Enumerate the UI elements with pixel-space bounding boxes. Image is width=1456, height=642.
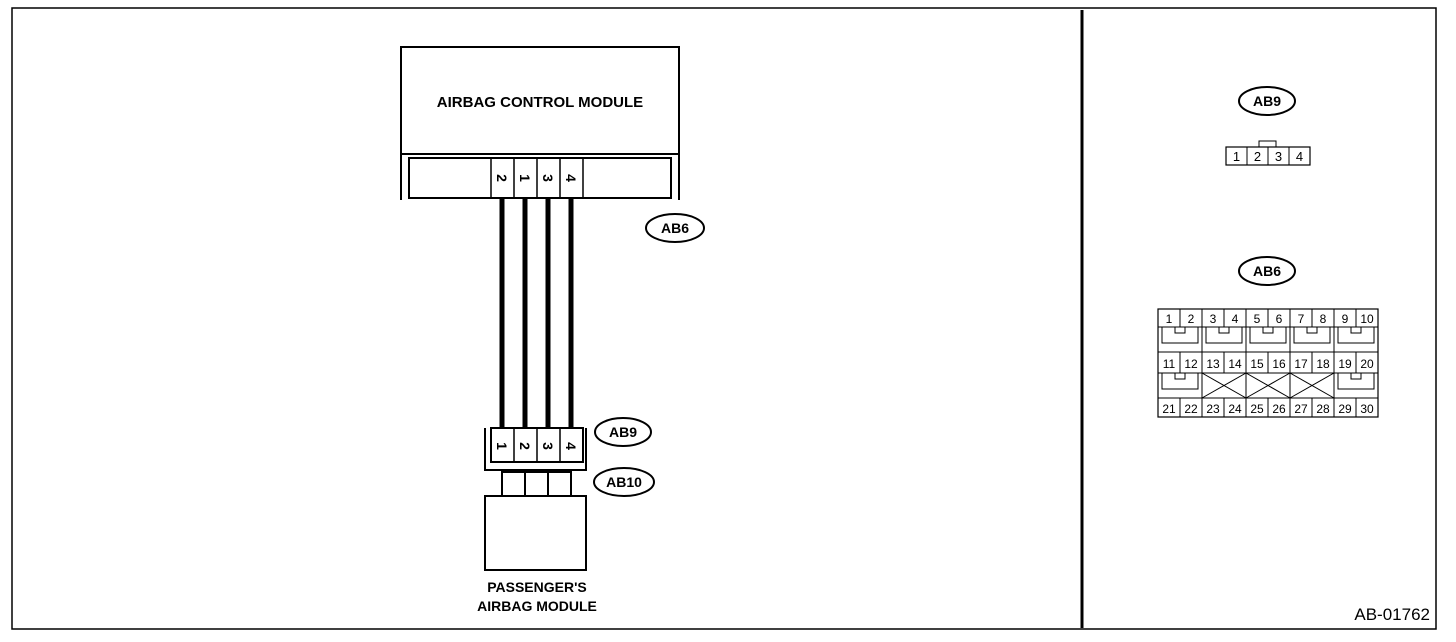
ab6-pin: 5	[1254, 312, 1261, 326]
ab9-pin: 2	[517, 442, 533, 450]
ab9-face-pin: 3	[1275, 149, 1282, 164]
ecu-pin: 2	[494, 174, 510, 182]
passenger-label-1: PASSENGER'S	[487, 579, 587, 595]
svg-text:AB10: AB10	[606, 474, 642, 490]
ab6-face-view: AB6	[1157, 256, 1379, 418]
ab6-pin: 2	[1188, 312, 1195, 326]
ecu-pin: 1	[517, 174, 533, 182]
ab6-pin: 8	[1320, 312, 1327, 326]
ab6-pin: 18	[1316, 357, 1330, 371]
ab9-pin: 1	[494, 442, 510, 450]
svg-text:AB6: AB6	[1253, 263, 1281, 279]
ab6-pin: 26	[1272, 402, 1286, 416]
ab6-pin: 28	[1316, 402, 1330, 416]
ab6-pin: 19	[1338, 357, 1352, 371]
ab6-pin: 29	[1338, 402, 1352, 416]
outer-frame	[11, 7, 1437, 630]
svg-text:AB6: AB6	[661, 220, 689, 236]
ab6-pin: 10	[1360, 312, 1374, 326]
ab9-face-pin: 2	[1254, 149, 1261, 164]
ab6-pin: 23	[1206, 402, 1220, 416]
ab6-pin: 27	[1294, 402, 1308, 416]
ab6-pin: 20	[1360, 357, 1374, 371]
ab6-pin: 14	[1228, 357, 1242, 371]
ab6-pin: 4	[1232, 312, 1239, 326]
figure-id: AB-01762	[1354, 605, 1430, 624]
ab6-pin: 3	[1210, 312, 1217, 326]
ab9-connector: 1 2 3 4	[484, 427, 587, 471]
ab6-pin: 21	[1162, 402, 1176, 416]
ab6-pin: 13	[1206, 357, 1220, 371]
ab6-pin: 7	[1298, 312, 1305, 326]
ab6-pin: 6	[1276, 312, 1283, 326]
ab9-face-pin: 4	[1296, 149, 1303, 164]
ab6-pin: 11	[1163, 357, 1176, 371]
ab6-pin: 30	[1360, 402, 1374, 416]
ab6-pin: 25	[1250, 402, 1264, 416]
ab9-callout: AB9	[594, 417, 652, 447]
ecu-connector-ab6	[408, 157, 672, 199]
ab6-pin: 1	[1166, 312, 1173, 326]
ab6-pin: 15	[1250, 357, 1264, 371]
ecu-pin: 4	[563, 174, 579, 182]
ab6-pin: 16	[1272, 357, 1286, 371]
ab6-pin: 12	[1184, 357, 1198, 371]
ab6-pin: 17	[1294, 357, 1308, 371]
ab10-connector	[501, 471, 572, 497]
svg-text:AB9: AB9	[1253, 93, 1281, 109]
ecu-title: AIRBAG CONTROL MODULE	[437, 94, 643, 111]
ab10-callout: AB10	[593, 467, 655, 497]
harness-wires	[499, 198, 574, 428]
airbag-control-module: AIRBAG CONTROL MODULE 2 1 3 4	[400, 46, 680, 200]
ab6-pin: 9	[1342, 312, 1349, 326]
ab6-pin: 24	[1228, 402, 1242, 416]
ab9-pin: 4	[563, 442, 579, 450]
ab9-face-view: AB9 1 2 3 4	[1225, 86, 1311, 166]
passenger-label-2: AIRBAG MODULE	[477, 598, 597, 614]
svg-text:AB9: AB9	[609, 424, 637, 440]
ab9-face-pin: 1	[1233, 149, 1240, 164]
ab6-pin: 22	[1184, 402, 1198, 416]
ecu-pin: 3	[540, 174, 556, 182]
ab6-callout: AB6	[645, 213, 705, 243]
ab9-pin: 3	[540, 442, 556, 450]
passenger-airbag-module: PASSENGER'S AIRBAG MODULE	[477, 495, 597, 614]
